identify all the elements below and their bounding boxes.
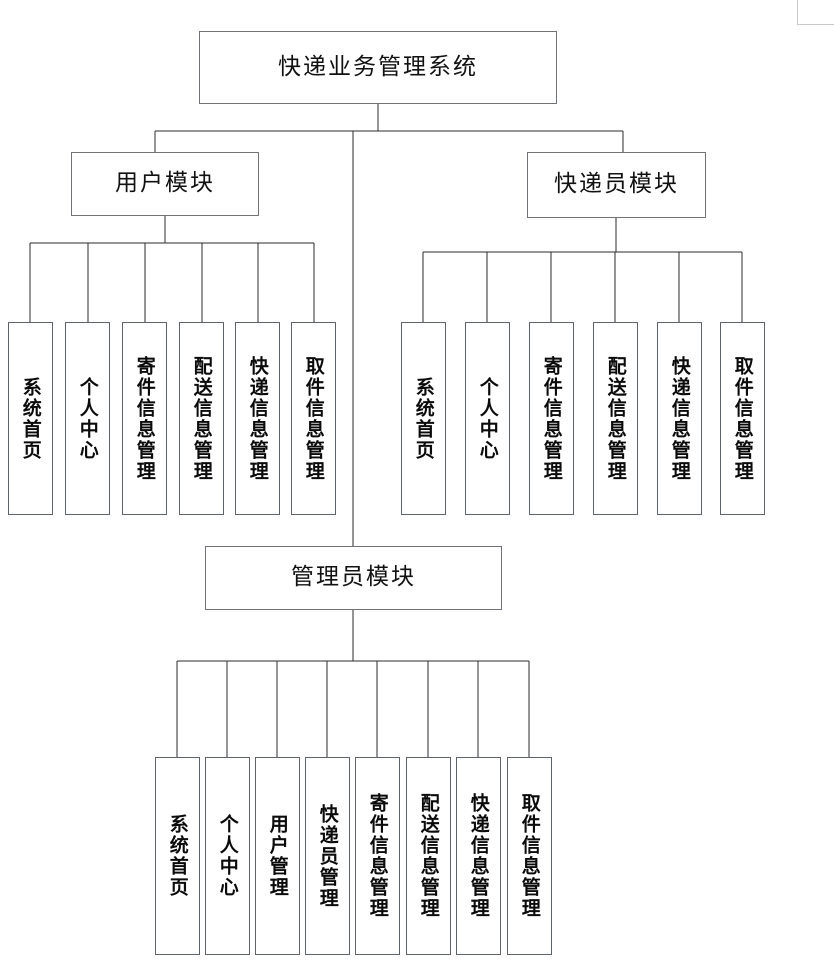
leaf-user-0-label: 系统首页: [19, 376, 42, 461]
leaf-courier-3-label: 配送信息管理: [604, 355, 627, 482]
node-admin-module-label: 管理员模块: [291, 564, 416, 591]
leaf-user-5-label: 取件信息管理: [302, 355, 325, 482]
leaf-admin-0[interactable]: 系统首页: [155, 757, 200, 955]
leaf-courier-0[interactable]: 系统首页: [401, 322, 446, 515]
leaf-courier-2-label: 寄件信息管理: [540, 355, 563, 482]
node-courier-module[interactable]: 快递员模块: [527, 152, 706, 218]
leaf-admin-1-label: 个人中心: [216, 814, 239, 898]
leaf-user-2[interactable]: 寄件信息管理: [122, 322, 167, 515]
node-user-module-label: 用户模块: [115, 170, 215, 197]
leaf-courier-0-label: 系统首页: [412, 376, 435, 461]
leaf-user-0[interactable]: 系统首页: [8, 322, 53, 515]
leaf-admin-7[interactable]: 取件信息管理: [507, 757, 552, 955]
leaf-admin-3[interactable]: 快递员管理: [305, 757, 350, 955]
leaf-admin-4[interactable]: 寄件信息管理: [355, 757, 400, 955]
leaf-admin-2[interactable]: 用户管理: [255, 757, 300, 955]
leaf-admin-0-label: 系统首页: [166, 814, 189, 898]
node-root-label: 快递业务管理系统: [278, 53, 478, 80]
leaf-courier-3[interactable]: 配送信息管理: [593, 322, 638, 515]
node-root[interactable]: 快递业务管理系统: [199, 31, 557, 104]
leaf-admin-6[interactable]: 快递信息管理: [456, 757, 501, 955]
node-admin-module[interactable]: 管理员模块: [205, 546, 502, 610]
leaf-user-1-label: 个人中心: [76, 376, 99, 461]
leaf-courier-4[interactable]: 快递信息管理: [657, 322, 702, 515]
leaf-courier-2[interactable]: 寄件信息管理: [529, 322, 574, 515]
leaf-user-2-label: 寄件信息管理: [133, 355, 156, 482]
node-user-module[interactable]: 用户模块: [71, 152, 259, 216]
leaf-courier-1-label: 个人中心: [476, 376, 499, 461]
leaf-admin-2-label: 用户管理: [266, 814, 289, 898]
leaf-courier-5-label: 取件信息管理: [731, 355, 754, 482]
leaf-admin-5[interactable]: 配送信息管理: [406, 757, 451, 955]
leaf-admin-4-label: 寄件信息管理: [366, 793, 389, 919]
leaf-admin-3-label: 快递员管理: [316, 803, 339, 909]
leaf-user-4-label: 快递信息管理: [246, 355, 269, 482]
node-courier-module-label: 快递员模块: [554, 171, 679, 198]
leaf-user-1[interactable]: 个人中心: [65, 322, 110, 515]
leaf-courier-1[interactable]: 个人中心: [465, 322, 510, 515]
leaf-admin-7-label: 取件信息管理: [518, 793, 541, 919]
leaf-admin-5-label: 配送信息管理: [417, 793, 440, 919]
leaf-admin-6-label: 快递信息管理: [467, 793, 490, 919]
leaf-admin-1[interactable]: 个人中心: [205, 757, 250, 955]
leaf-user-4[interactable]: 快递信息管理: [235, 322, 280, 515]
leaf-courier-4-label: 快递信息管理: [668, 355, 691, 482]
leaf-user-5[interactable]: 取件信息管理: [291, 322, 336, 515]
leaf-courier-5[interactable]: 取件信息管理: [720, 322, 765, 515]
leaf-user-3-label: 配送信息管理: [190, 355, 213, 482]
leaf-user-3[interactable]: 配送信息管理: [179, 322, 224, 515]
